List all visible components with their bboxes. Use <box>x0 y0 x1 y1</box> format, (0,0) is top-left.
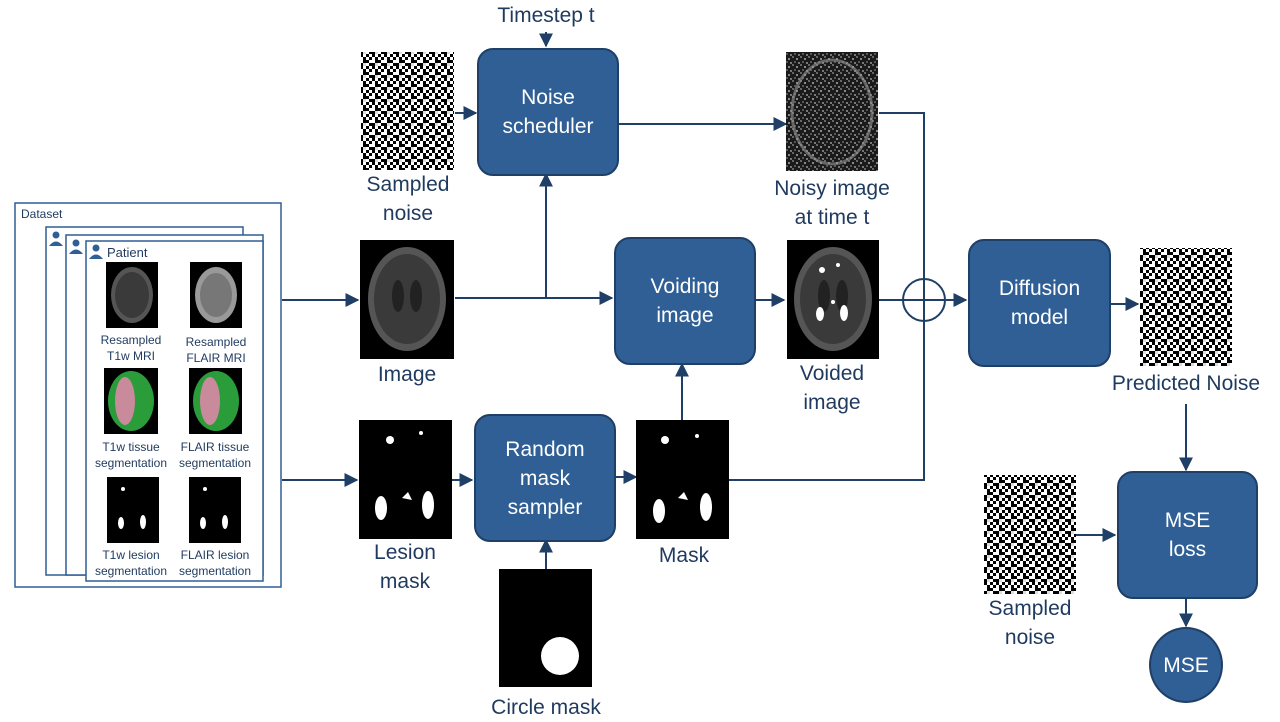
dataset-thumbnails <box>104 262 242 543</box>
dataset-item-t1w-lesion: T1w lesion segmentation <box>94 548 168 578</box>
mask-image <box>636 420 729 539</box>
mse-output-node: MSE <box>1149 627 1223 703</box>
brain-image-thumbnail <box>360 240 454 359</box>
predicted-noise-label: Predicted Noise <box>1111 372 1261 395</box>
dataset-item-t1w-tissue: T1w tissue segmentation <box>94 440 168 470</box>
dataset-title: Dataset <box>21 207 63 221</box>
circle-mask-image <box>499 569 592 687</box>
mask-label: Mask <box>658 544 710 567</box>
image-label: Image <box>377 363 437 386</box>
sampled-noise-label-top: Sampled noise <box>366 173 450 225</box>
voided-image-label: Voided image <box>799 362 865 414</box>
sum-node <box>902 278 946 322</box>
lesion-mask-label: Lesion mask <box>374 541 436 593</box>
voided-image-thumbnail <box>787 240 879 359</box>
dataset-item-flair-mri: Resampled FLAIR MRI <box>185 335 247 365</box>
dataset-item-t1w-mri: Resampled T1w MRI <box>100 333 162 363</box>
noisy-image-label: Noisy image at time t <box>774 177 890 229</box>
sampled-noise-image-bottom <box>984 475 1076 594</box>
random-mask-sampler-box: Random mask sampler <box>474 414 616 542</box>
person-icon <box>49 231 103 259</box>
sampled-noise-image-top <box>361 52 454 170</box>
dataset-item-flair-tissue: FLAIR tissue segmentation <box>178 440 252 470</box>
noise-scheduler-box: Noise scheduler <box>477 48 619 176</box>
lesion-mask-image <box>359 420 452 539</box>
voiding-image-box: Voiding image <box>614 237 756 365</box>
sampled-noise-label-bottom: Sampled noise <box>988 597 1072 649</box>
noisy-image-thumbnail <box>786 52 878 171</box>
line-mask-to-sum <box>729 322 925 481</box>
timestep-label: Timestep t <box>497 4 595 27</box>
circle-mask-label: Circle mask <box>491 696 601 719</box>
dataset-item-flair-lesion: FLAIR lesion segmentation <box>178 548 252 578</box>
predicted-noise-image <box>1140 248 1232 366</box>
mse-loss-box: MSE loss <box>1117 471 1258 599</box>
patient-label: Patient <box>107 245 148 260</box>
diffusion-model-box: Diffusion model <box>968 239 1111 367</box>
